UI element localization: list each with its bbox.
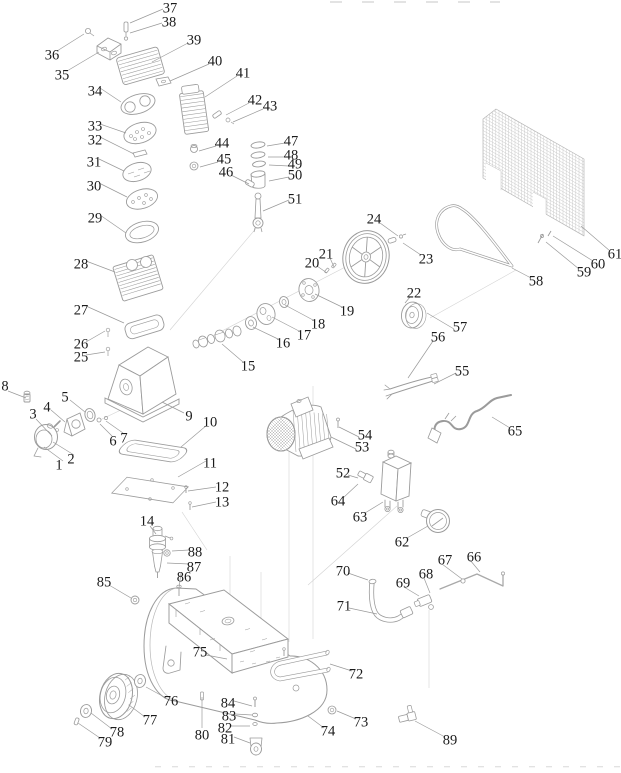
svg-text:15: 15 (241, 359, 256, 375)
svg-text:52: 52 (336, 466, 351, 482)
svg-text:17: 17 (297, 328, 312, 344)
svg-text:3: 3 (29, 407, 36, 423)
svg-text:34: 34 (88, 84, 103, 100)
svg-text:55: 55 (455, 364, 470, 380)
svg-text:10: 10 (203, 415, 218, 431)
svg-text:60: 60 (591, 257, 606, 273)
svg-text:71: 71 (337, 599, 352, 615)
svg-text:1: 1 (55, 458, 62, 474)
svg-text:78: 78 (110, 725, 125, 741)
svg-text:86: 86 (177, 570, 192, 586)
svg-text:36: 36 (45, 48, 60, 64)
svg-text:61: 61 (608, 247, 621, 263)
svg-text:39: 39 (187, 33, 202, 49)
svg-text:51: 51 (288, 192, 303, 208)
svg-text:26: 26 (74, 337, 89, 353)
svg-text:38: 38 (162, 15, 177, 31)
svg-text:29: 29 (88, 211, 103, 227)
svg-text:80: 80 (195, 728, 210, 744)
svg-text:46: 46 (219, 165, 234, 181)
svg-text:9: 9 (185, 409, 192, 425)
svg-text:24: 24 (367, 212, 382, 228)
svg-text:70: 70 (336, 564, 351, 580)
svg-text:13: 13 (215, 495, 230, 511)
svg-text:43: 43 (263, 99, 278, 115)
svg-text:62: 62 (395, 535, 410, 551)
svg-text:66: 66 (467, 550, 482, 566)
svg-text:53: 53 (355, 440, 370, 456)
svg-text:48: 48 (284, 148, 299, 164)
svg-text:7: 7 (120, 431, 127, 447)
svg-text:19: 19 (340, 304, 355, 320)
svg-text:77: 77 (143, 713, 158, 729)
svg-text:30: 30 (87, 179, 102, 195)
svg-text:74: 74 (321, 724, 336, 740)
svg-text:69: 69 (396, 576, 411, 592)
svg-text:85: 85 (97, 575, 112, 591)
svg-text:84: 84 (221, 696, 236, 712)
svg-text:49: 49 (288, 157, 303, 173)
svg-text:47: 47 (284, 134, 299, 150)
svg-text:88: 88 (188, 545, 203, 561)
svg-text:75: 75 (193, 645, 208, 661)
svg-text:31: 31 (87, 155, 102, 171)
svg-text:45: 45 (217, 152, 232, 168)
svg-text:25: 25 (74, 350, 89, 366)
svg-text:14: 14 (140, 514, 155, 530)
svg-text:37: 37 (163, 1, 178, 17)
svg-text:58: 58 (529, 274, 544, 290)
svg-text:23: 23 (419, 252, 434, 268)
svg-text:76: 76 (164, 694, 179, 710)
svg-text:35: 35 (55, 68, 70, 84)
svg-text:4: 4 (43, 400, 51, 416)
svg-text:81: 81 (221, 732, 236, 748)
svg-text:83: 83 (222, 709, 237, 725)
svg-text:87: 87 (187, 560, 202, 576)
svg-text:33: 33 (88, 119, 103, 135)
svg-text:6: 6 (109, 434, 116, 450)
svg-text:57: 57 (453, 320, 468, 336)
svg-text:68: 68 (419, 567, 434, 583)
svg-text:5: 5 (61, 390, 68, 406)
svg-text:41: 41 (236, 66, 251, 82)
svg-text:8: 8 (1, 379, 8, 395)
svg-text:40: 40 (208, 54, 223, 70)
svg-text:65: 65 (508, 424, 523, 440)
svg-text:59: 59 (577, 265, 592, 281)
svg-text:73: 73 (354, 715, 369, 731)
svg-text:82: 82 (218, 721, 233, 737)
svg-text:54: 54 (358, 428, 373, 444)
svg-text:18: 18 (311, 317, 326, 333)
svg-text:56: 56 (431, 330, 446, 346)
svg-text:16: 16 (276, 336, 291, 352)
svg-text:79: 79 (98, 735, 113, 751)
svg-text:11: 11 (203, 456, 217, 472)
svg-text:44: 44 (215, 136, 230, 152)
svg-text:12: 12 (215, 480, 230, 496)
svg-text:72: 72 (349, 667, 364, 683)
svg-text:21: 21 (319, 247, 334, 263)
svg-text:89: 89 (443, 733, 458, 749)
svg-text:42: 42 (248, 93, 263, 109)
svg-text:63: 63 (353, 510, 368, 526)
svg-text:28: 28 (74, 257, 89, 273)
svg-text:67: 67 (438, 553, 453, 569)
svg-text:64: 64 (331, 494, 346, 510)
svg-text:20: 20 (305, 256, 320, 272)
svg-text:27: 27 (74, 303, 89, 319)
svg-text:22: 22 (407, 286, 422, 302)
svg-text:50: 50 (288, 168, 303, 184)
svg-text:2: 2 (67, 452, 74, 468)
svg-text:32: 32 (88, 133, 103, 149)
